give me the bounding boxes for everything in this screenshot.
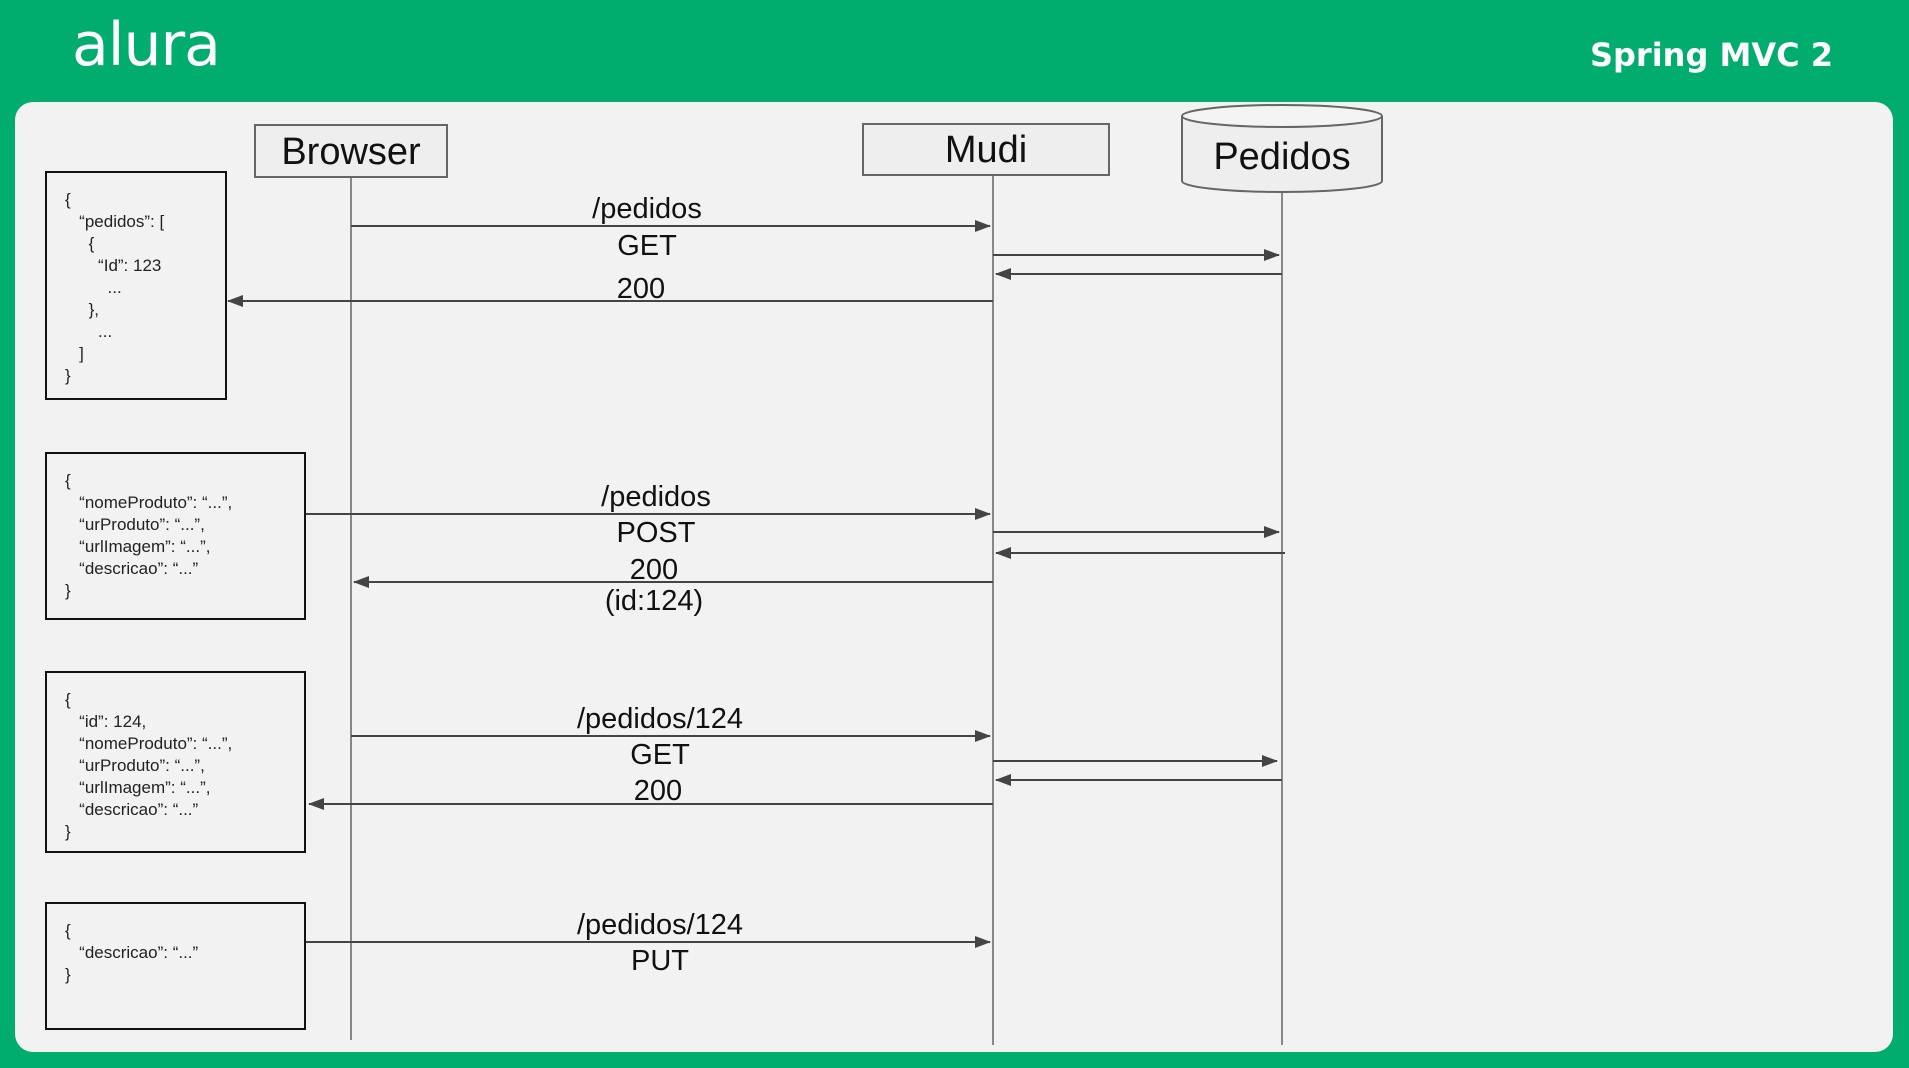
actor-browser: Browser xyxy=(254,124,448,178)
response-detail: (id:124) xyxy=(605,585,703,617)
alura-logo: alura xyxy=(72,10,221,80)
exchange-get-pedidos: /pedidos GET 200 xyxy=(227,193,1282,307)
response-status: 200 xyxy=(634,775,682,807)
request-method: GET xyxy=(617,230,677,262)
response-status: 200 xyxy=(617,273,665,305)
json-response-list: { “pedidos”: [ { “Id”: 123 ... }, ... ] … xyxy=(45,171,227,400)
request-method: PUT xyxy=(631,945,689,977)
json-response-item: { “id”: 124, “nomeProduto”: “...”, “urPr… xyxy=(45,671,306,853)
exchange-post-pedidos: /pedidos POST 200 (id:124) xyxy=(306,481,1285,617)
json-request-update: { “descricao”: “...” } xyxy=(45,902,306,1030)
exchange-get-pedido-124: /pedidos/124 GET 200 xyxy=(308,703,1282,810)
response-status: 200 xyxy=(630,554,678,586)
request-path: /pedidos xyxy=(592,193,702,225)
exchange-put-pedido-124: /pedidos/124 PUT xyxy=(306,909,991,977)
request-path: /pedidos/124 xyxy=(577,703,743,735)
json-request-create: { “nomeProduto”: “...”, “urProduto”: “..… xyxy=(45,452,306,620)
actor-mudi: Mudi xyxy=(862,123,1110,176)
request-method: GET xyxy=(630,739,690,771)
actor-mudi-label: Mudi xyxy=(945,129,1027,171)
pedidos-database: Pedidos xyxy=(1181,104,1383,193)
request-path: /pedidos/124 xyxy=(577,909,743,941)
actor-pedidos-label: Pedidos xyxy=(1213,136,1350,178)
slide-canvas xyxy=(15,102,1893,1052)
request-path: /pedidos xyxy=(601,481,711,513)
actor-browser-label: Browser xyxy=(281,131,421,173)
request-method: POST xyxy=(617,517,696,549)
course-title: Spring MVC 2 xyxy=(1589,36,1833,74)
